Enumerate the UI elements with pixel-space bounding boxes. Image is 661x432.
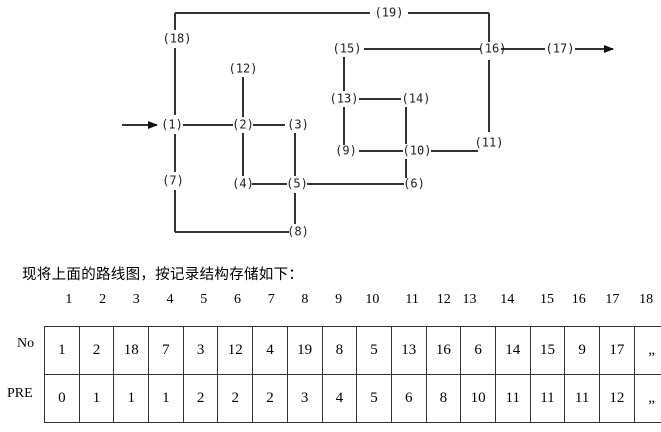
- node-11: (11): [475, 136, 504, 150]
- storage-caption: 现将上面的路线图，按记录结构存储如下：: [22, 267, 304, 283]
- column-index: 2: [99, 292, 107, 307]
- table-cell: 1: [113, 374, 150, 423]
- table-cell: 12: [217, 326, 254, 375]
- table-cell: 8: [425, 374, 462, 423]
- column-index: 15: [539, 292, 554, 307]
- column-index: 6: [233, 292, 241, 307]
- node-12: (12): [229, 62, 258, 76]
- node-14: (14): [402, 92, 431, 106]
- node-19: (19): [375, 6, 404, 20]
- route-diagram: (1) (2) (3) (4) (5) (6) (7) (8) (9) (10)…: [122, 6, 614, 239]
- column-index: 5: [200, 292, 208, 307]
- table-cell: 13: [390, 326, 427, 375]
- table-cell: 11: [564, 374, 600, 423]
- table-cell: 3: [182, 326, 219, 375]
- table-cell: 11: [494, 374, 531, 423]
- column-index: 12: [436, 292, 451, 307]
- node-5: (5): [286, 177, 308, 191]
- table-cell: 11: [529, 374, 566, 423]
- column-index: 8: [301, 292, 309, 307]
- column-index: 13: [462, 292, 477, 307]
- table-cell: 4: [252, 326, 288, 375]
- table-cell: 6: [460, 326, 496, 375]
- table-cell: 15: [529, 326, 566, 375]
- table-cell: 7: [148, 326, 184, 375]
- node-2: (2): [232, 118, 254, 132]
- table-cell: 17: [599, 326, 635, 375]
- column-index: 7: [267, 292, 275, 307]
- node-8: (8): [287, 225, 309, 239]
- node-13: (13): [330, 92, 359, 106]
- node-15: (15): [333, 42, 362, 56]
- column-index: 14: [500, 292, 515, 307]
- table-cell: „: [633, 326, 661, 375]
- table-cell: 0: [44, 374, 80, 423]
- table-cell: 10: [460, 374, 496, 423]
- node-4: (4): [232, 177, 254, 191]
- table-cell: 1: [148, 374, 184, 423]
- node-7: (7): [162, 174, 184, 188]
- column-index: 17: [605, 292, 620, 307]
- table-cell: 2: [182, 374, 219, 423]
- table-cell: 19: [286, 326, 323, 375]
- column-index: 10: [365, 292, 380, 307]
- table-cell: 1: [78, 374, 115, 423]
- table-cell: 18: [113, 326, 150, 375]
- table-cell: „: [633, 374, 661, 423]
- node-17: (17): [546, 42, 575, 56]
- table-cell: 16: [425, 326, 462, 375]
- node-6: (6): [403, 177, 425, 191]
- column-index: 16: [571, 292, 586, 307]
- table-cell: 14: [494, 326, 531, 375]
- table-cell: 4: [321, 374, 358, 423]
- table-cell: 1: [44, 326, 80, 375]
- table-cell: 8: [321, 326, 358, 375]
- table-cell: 2: [217, 374, 254, 423]
- table-cell: 2: [78, 326, 115, 375]
- row-label-pre: PRE: [7, 386, 33, 401]
- row-label-no: No: [17, 336, 35, 351]
- node-9: (9): [335, 144, 357, 158]
- table-cell: 12: [599, 374, 635, 423]
- table-cell: 5: [356, 326, 392, 375]
- column-index: 11: [405, 292, 419, 307]
- node-10: (10): [403, 144, 432, 158]
- column-index: 18: [639, 292, 654, 307]
- column-index: 1: [65, 292, 73, 307]
- column-index: 9: [335, 292, 343, 307]
- node-18: (18): [163, 32, 192, 46]
- table-cell: 5: [356, 374, 392, 423]
- node-1: (1): [161, 118, 183, 132]
- column-index: 3: [132, 292, 140, 307]
- table-cell: 6: [390, 374, 427, 423]
- column-index: 4: [166, 292, 174, 307]
- table-cell: 3: [286, 374, 323, 423]
- table-cell: 2: [252, 374, 288, 423]
- node-3: (3): [287, 118, 309, 132]
- table-cell: 9: [564, 326, 600, 375]
- node-16: (16): [478, 42, 507, 56]
